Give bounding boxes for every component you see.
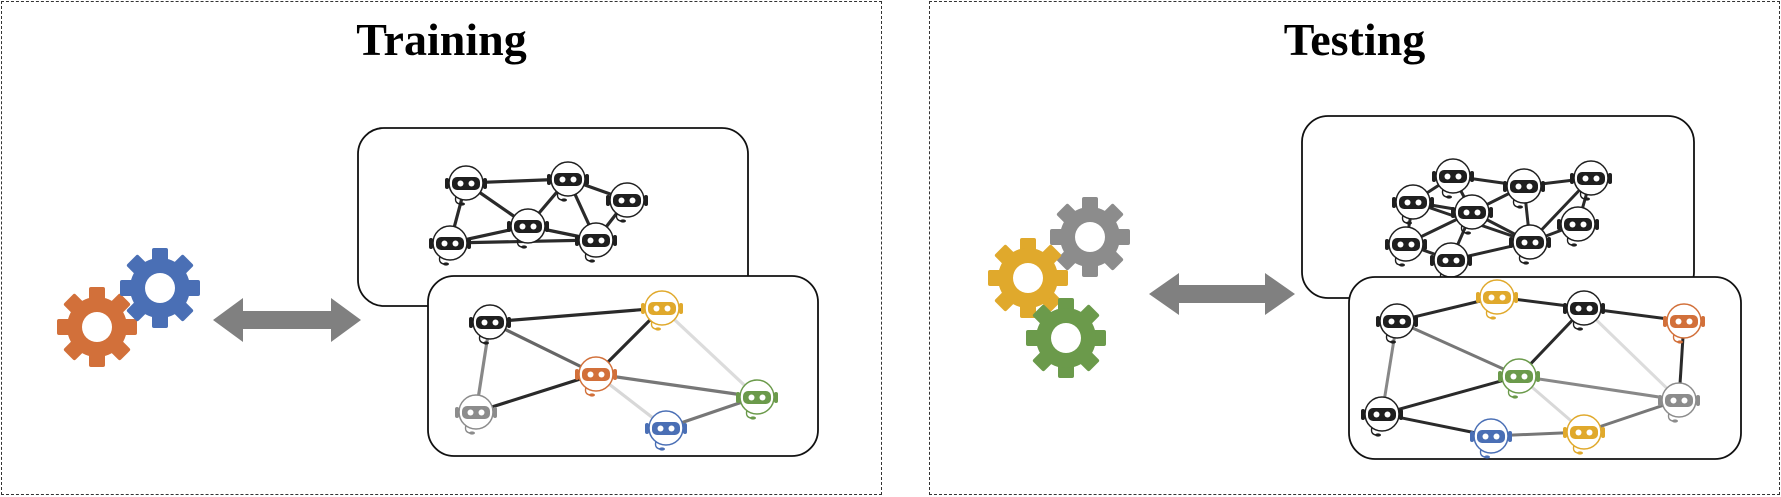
training-panel: Training xyxy=(1,1,882,495)
orange-gear-icon xyxy=(57,287,137,367)
testing-front-graph-edges xyxy=(1380,295,1686,438)
yellow-gear-icon xyxy=(988,238,1068,318)
testing-back-graph-card xyxy=(1301,115,1695,299)
training-gears xyxy=(57,248,200,367)
training-title: Training xyxy=(356,14,527,65)
testing-gears xyxy=(988,197,1130,378)
green-gear-icon xyxy=(1026,298,1106,378)
blue-gear-icon xyxy=(120,248,200,328)
training-front-graph-card xyxy=(427,275,819,457)
training-double-arrow-icon xyxy=(213,298,361,342)
gray-gear-icon xyxy=(1050,197,1130,277)
testing-panel: Testing xyxy=(929,1,1780,495)
testing-double-arrow-icon xyxy=(1149,273,1295,315)
testing-title: Testing xyxy=(1283,14,1426,65)
